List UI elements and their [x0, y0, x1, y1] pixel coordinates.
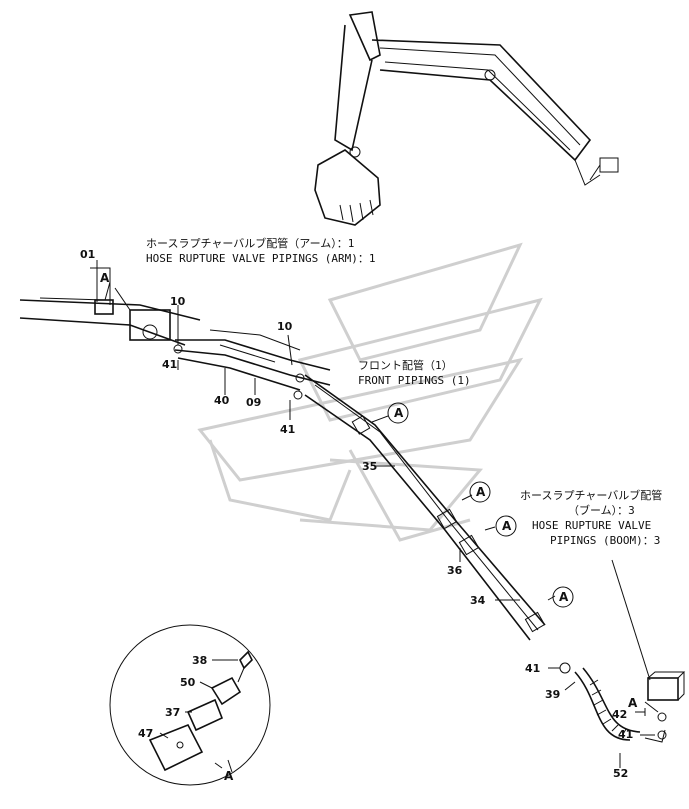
- part-number-36: 36: [447, 564, 463, 577]
- callout-letter-a: A: [628, 696, 638, 710]
- part-number-42: 42: [612, 708, 627, 721]
- label-boom-jp-2: （ブーム）：3: [568, 503, 635, 517]
- part-number-41: 41: [618, 728, 633, 741]
- part-number-39: 39: [545, 688, 560, 701]
- leader-lines: [90, 260, 659, 773]
- part-number-40: 40: [214, 394, 230, 407]
- part-number-50: 50: [180, 676, 196, 689]
- callout-letter-a: A: [476, 485, 486, 499]
- detail-a-illustration: [109, 624, 271, 786]
- part-number-35: 35: [362, 460, 377, 473]
- label-boom-jp-1: ホースラプチャーバルブ配管: [520, 488, 662, 502]
- label-boom-en-2: PIPINGS (BOOM)：3: [550, 534, 660, 547]
- part-number-52: 52: [613, 767, 628, 780]
- callout-letter-a: A: [559, 590, 569, 604]
- label-front-en: FRONT PIPINGS (1): [358, 374, 471, 387]
- arm-piping-illustration: [19, 297, 331, 400]
- label-boom-en-1: HOSE RUPTURE VALVE: [532, 519, 651, 532]
- label-front-jp: フロント配管（1）: [358, 358, 453, 372]
- part-number-09: 09: [246, 396, 261, 409]
- excavator-boom-arm-illustration: [314, 11, 619, 226]
- part-number-41: 41: [162, 358, 177, 371]
- part-number-10: 10: [170, 295, 186, 308]
- part-number-34: 34: [470, 594, 486, 607]
- part-number-38: 38: [192, 654, 207, 667]
- part-number-41: 41: [525, 662, 540, 675]
- part-number-37: 37: [165, 706, 180, 719]
- part-number-01: 01: [80, 248, 95, 261]
- callout-letter-a: A: [394, 406, 404, 420]
- front-piping-illustration: [304, 374, 686, 743]
- label-arm-jp: ホースラプチャーバルブ配管（アーム）：1: [146, 236, 354, 250]
- part-number-10: 10: [277, 320, 293, 333]
- part-number-41: 41: [280, 423, 295, 436]
- callout-bubbles: [387, 402, 574, 608]
- label-arm-en: HOSE RUPTURE VALVE PIPINGS (ARM)：1: [146, 252, 376, 265]
- part-number-47: 47: [138, 727, 153, 740]
- callout-letter-a: A: [224, 769, 234, 783]
- callout-letter-a: A: [100, 271, 110, 285]
- callout-letter-a: A: [502, 519, 512, 533]
